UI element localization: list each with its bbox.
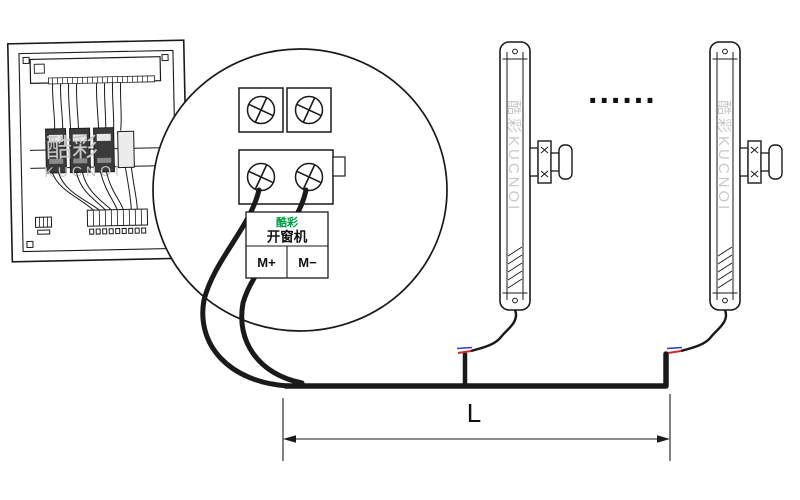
cabinet-wires-top [52, 82, 122, 132]
device-label-box: 酷彩 开窗机 M+ M− [245, 211, 329, 279]
cabinet-corner-screw [22, 56, 30, 65]
terminal-screw [246, 162, 276, 192]
cabinet-corner-screw [161, 54, 169, 62]
actuator-unit-2 [665, 40, 784, 355]
cabinet-watermark-en: KUCNOI [44, 162, 123, 180]
ellipsis-dots: ...... [588, 73, 657, 111]
brand-logo-text: 酷彩 [276, 215, 298, 229]
dimension-arrow-right [657, 435, 670, 443]
cabinet-wires-bottom [52, 167, 138, 211]
controller-board [29, 56, 162, 85]
terminal-screw [294, 162, 324, 192]
din-modules [45, 127, 135, 174]
dimension-label: L [467, 398, 481, 428]
dimension: L [282, 394, 671, 461]
device-name-label: 开窗机 [267, 229, 308, 245]
cable-horizontal-run [283, 351, 669, 389]
power-cable [283, 351, 669, 389]
zoom-bubble: 酷彩 开窗机 M+ M− [152, 48, 448, 389]
terminal-label-m-plus: M+ [257, 255, 276, 270]
terminal-screw [294, 95, 324, 125]
control-cabinet: 酷彩 KUCNOI [6, 39, 190, 263]
cabinet-terminal-strip [86, 208, 149, 235]
cabinet-side-connector [34, 216, 53, 235]
terminal-label-m-minus: M− [298, 255, 317, 270]
terminal-blocks [238, 87, 346, 205]
terminal-screw [246, 95, 276, 125]
actuator-unit-1 [455, 40, 574, 355]
cabinet-watermark-cn: 酷彩 [46, 132, 99, 163]
dimension-arrow-left [283, 435, 296, 443]
cabinet-corner-screw [26, 240, 34, 249]
